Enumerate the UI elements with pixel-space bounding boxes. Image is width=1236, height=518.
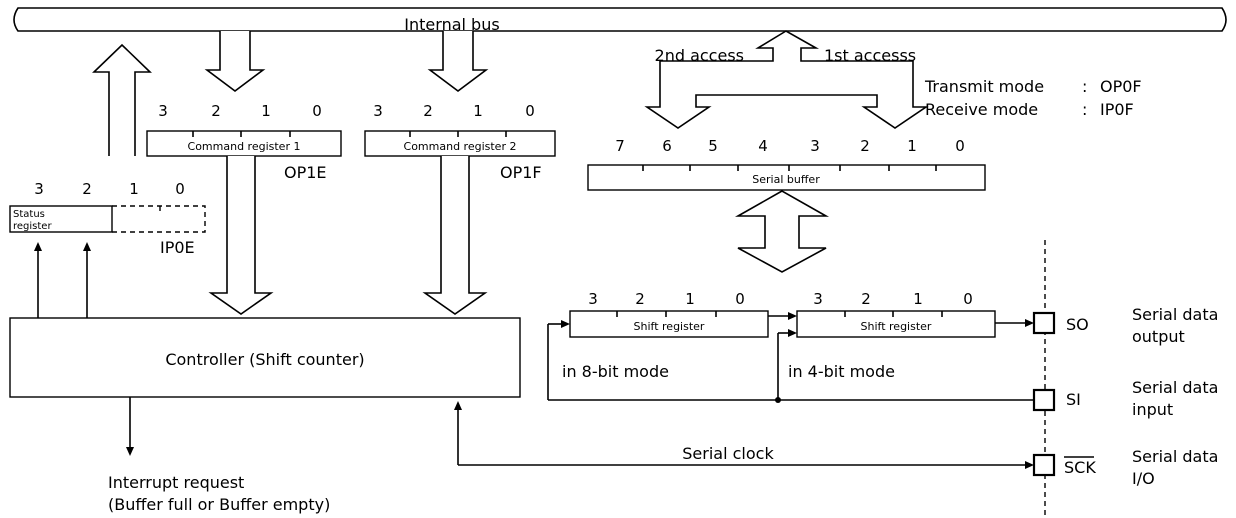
shift-register-a: 3 2 1 0 Shift register — [569, 290, 769, 338]
mode-register-legend: Transmit mode : OP0F Receive mode : IP0F — [924, 77, 1142, 119]
transmit-mode-label: Transmit mode — [924, 77, 1044, 96]
bit-label: 7 — [615, 137, 625, 155]
command-register-2-to-controller-arrow — [422, 156, 488, 315]
transmit-mode-separator: : — [1082, 77, 1087, 96]
bit-label: 6 — [662, 137, 672, 155]
receive-mode-register: IP0F — [1100, 100, 1134, 119]
controller-to-status-arrows — [34, 242, 91, 318]
pin-so: SO Serial data output — [1032, 305, 1218, 346]
command-register-2: 3 2 1 0 Command register 2 OP1F — [364, 102, 556, 182]
bit-label: 2 — [635, 290, 645, 308]
serial-clock-line: Serial clock — [454, 401, 1034, 469]
bit-label: 0 — [175, 180, 185, 198]
serial-clock-label: Serial clock — [682, 444, 774, 463]
pin-si-desc-line2: input — [1132, 400, 1173, 419]
bit-label: 1 — [913, 290, 923, 308]
pin-si-name: SI — [1066, 390, 1081, 409]
status-register-label-line1: Status — [13, 209, 45, 220]
command-register-1-to-controller-arrow — [208, 156, 274, 315]
bit-label: 2 — [82, 180, 92, 198]
pin-box — [1032, 453, 1056, 477]
transmit-mode-register: OP0F — [1100, 77, 1142, 96]
bit-label: 2 — [423, 102, 433, 120]
pin-so-desc-line2: output — [1132, 327, 1185, 346]
bit-label: 1 — [261, 102, 271, 120]
bit-label: 1 — [129, 180, 139, 198]
bus-to-command-register-2-arrow — [427, 31, 489, 92]
buffer-shift-register-double-arrow — [734, 190, 830, 273]
bit-label: 0 — [963, 290, 973, 308]
receive-mode-separator: : — [1082, 100, 1087, 119]
receive-mode-label: Receive mode — [925, 100, 1038, 119]
bit-label: 1 — [473, 102, 483, 120]
first-access-label: 1st accesss — [824, 46, 916, 65]
bus-to-command-register-1-arrow — [204, 31, 266, 92]
controller: Controller (Shift counter) — [9, 317, 521, 398]
bit-label: 0 — [735, 290, 745, 308]
mode-8bit-label: in 8-bit mode — [562, 362, 669, 381]
bit-label: 3 — [373, 102, 383, 120]
interrupt-request: Interrupt request (Buffer full or Buffer… — [108, 397, 330, 514]
controller-label: Controller (Shift counter) — [165, 350, 364, 369]
interrupt-cause-label: (Buffer full or Buffer empty) — [108, 495, 330, 514]
bit-label: 0 — [312, 102, 322, 120]
shift-register-wiring: in 8-bit mode in 4-bit mode — [547, 312, 1034, 403]
pin-sck-desc-line2: I/O — [1132, 469, 1155, 488]
mode-4bit-label: in 4-bit mode — [788, 362, 895, 381]
shift-register-a-label: Shift register — [634, 320, 705, 333]
bit-label: 2 — [211, 102, 221, 120]
bit-label: 3 — [813, 290, 823, 308]
bit-label: 3 — [34, 180, 44, 198]
command-register-2-label: Command register 2 — [404, 140, 517, 153]
pin-box — [1032, 388, 1056, 412]
bit-label: 2 — [861, 290, 871, 308]
pin-sck: SCK Serial data I/O — [1032, 447, 1218, 488]
status-register-label-line2: register — [13, 221, 52, 232]
interrupt-request-label: Interrupt request — [108, 473, 244, 492]
bit-label: 3 — [588, 290, 598, 308]
shift-register-b: 3 2 1 0 Shift register — [796, 290, 996, 338]
command-register-2-port: OP1F — [500, 163, 542, 182]
command-register-1: 3 2 1 0 Command register 1 OP1E — [146, 102, 342, 182]
status-register: 3 2 1 0 Status register IP0E — [9, 180, 206, 257]
serial-buffer-label: Serial buffer — [752, 173, 820, 186]
status-register-port: IP0E — [160, 238, 195, 257]
bit-label: 1 — [685, 290, 695, 308]
status-to-bus-arrow — [92, 43, 152, 156]
pin-sck-desc-line1: Serial data — [1132, 447, 1218, 466]
command-register-1-port: OP1E — [284, 163, 327, 182]
bit-label: 3 — [810, 137, 820, 155]
pin-si-desc-line1: Serial data — [1132, 378, 1218, 397]
pin-so-name: SO — [1066, 315, 1089, 334]
serial-buffer: 7 6 5 4 3 2 1 0 Serial buffer — [587, 137, 986, 191]
second-access-label: 2nd access — [655, 46, 744, 65]
bit-label: 0 — [525, 102, 535, 120]
bit-label: 4 — [758, 137, 768, 155]
command-register-1-label: Command register 1 — [188, 140, 301, 153]
shift-register-b-label: Shift register — [861, 320, 932, 333]
bit-label: 1 — [907, 137, 917, 155]
pin-sck-name: SCK — [1064, 458, 1096, 477]
bit-label: 5 — [708, 137, 718, 155]
bit-label: 3 — [158, 102, 168, 120]
bit-label: 0 — [955, 137, 965, 155]
buffer-access-arrow: 2nd access 1st accesss — [644, 30, 929, 129]
pin-so-desc-line1: Serial data — [1132, 305, 1218, 324]
bit-label: 2 — [860, 137, 870, 155]
pin-box — [1032, 311, 1056, 335]
pin-si: SI Serial data input — [1032, 378, 1218, 419]
internal-bus-label: Internal bus — [404, 15, 499, 34]
internal-bus: Internal bus — [13, 7, 1227, 34]
